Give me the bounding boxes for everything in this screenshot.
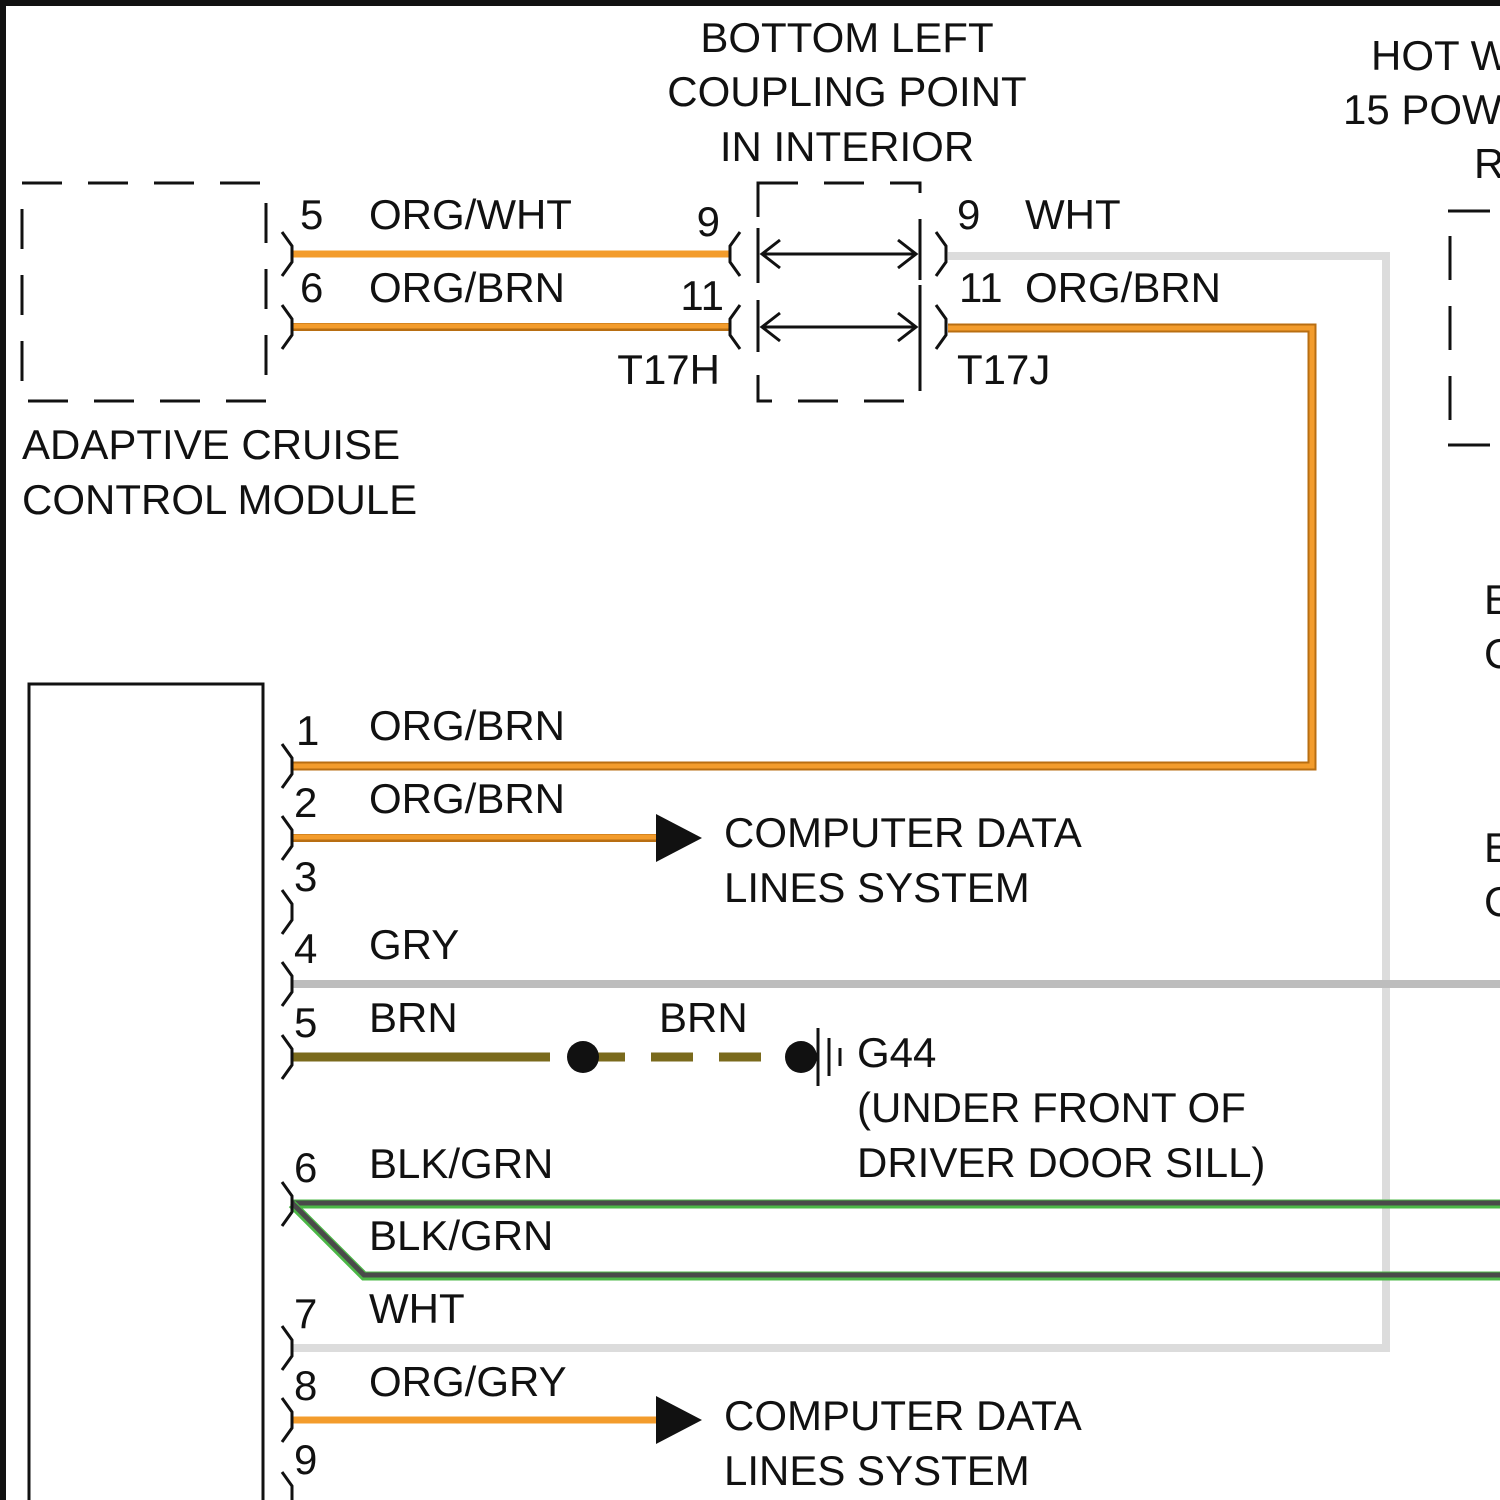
coupling-title-2: COUPLING POINT [667,68,1026,115]
main-pin-3: 3 [294,853,317,900]
pin-bracket [282,232,292,276]
ground-dot [785,1041,817,1073]
data-lines-label-2a: COMPUTER DATA [724,1392,1082,1439]
pin-bracket [730,305,740,349]
right-partial-1: E [1484,576,1500,623]
main-pin-8: 8 [294,1362,317,1409]
cruise-module-label-2: CONTROL MODULE [22,476,417,523]
wire-label-pin2: ORG/BRN [369,775,565,822]
wire-org-brn-run [292,328,1312,766]
main-pin-brackets [282,744,292,1500]
wire-label-pin1: ORG/BRN [369,702,565,749]
wire-label-pin6-a: BLK/GRN [369,1140,553,1187]
pin-bracket [730,232,740,276]
main-pin-4: 4 [294,925,317,972]
pin-bracket [282,305,292,349]
wire-label-pin8: ORG/GRY [369,1358,567,1405]
wire-label-pin5: BRN [369,994,458,1041]
hot-partial-box [1448,211,1490,445]
coupling-title-3: IN INTERIOR [720,123,974,170]
right-partial-2: C [1484,630,1500,677]
wire-label-org-wht: ORG/WHT [369,191,572,238]
wire-label-pin4: GRY [369,921,459,968]
main-pin-2: 2 [294,779,317,826]
hot-line-3: R [1474,140,1500,187]
wire-label-org-brn-module: ORG/BRN [369,264,565,311]
coupling-right-pin-11: 11 [959,264,1003,311]
cruise-pin-6: 6 [300,264,323,311]
wire-label-pin7: WHT [369,1285,465,1332]
main-pin-1: 1 [296,707,319,754]
main-pin-9: 9 [294,1436,317,1483]
coupling-right-pin-9: 9 [957,191,980,238]
cruise-pin-5: 5 [300,191,323,238]
ground-symbol [818,1028,840,1086]
coupling-left-pin-9: 9 [697,198,720,245]
hot-line-2: 15 POW [1343,86,1500,133]
main-pin-6: 6 [294,1144,317,1191]
ground-location-2: DRIVER DOOR SILL) [857,1139,1265,1186]
ground-location-1: (UNDER FRONT OF [857,1084,1246,1131]
coupling-left-pin-11: 11 [680,272,724,319]
main-pin-5: 5 [294,999,317,1046]
wire-label-wht-out: WHT [1025,191,1121,238]
wire-label-pin6-b: BLK/GRN [369,1212,553,1259]
right-partial-3: E [1484,824,1500,871]
data-lines-label-2b: LINES SYSTEM [724,1447,1030,1494]
pin-bracket [936,232,946,276]
arrow-data-lines-1 [656,814,702,862]
ground-id: G44 [857,1029,936,1076]
hot-line-1: HOT W [1371,32,1500,79]
main-module-box [29,684,263,1500]
connector-t17j: T17J [957,346,1050,393]
arrow-data-lines-2 [656,1396,702,1444]
splice-dot [567,1041,599,1073]
coupling-arrows [758,228,920,352]
cruise-module-label-1: ADAPTIVE CRUISE [22,421,400,468]
coupling-box [758,183,920,401]
cruise-module-box [22,183,266,401]
right-partial-4: C [1484,878,1500,925]
main-pin-7: 7 [294,1290,317,1337]
data-lines-label-1b: LINES SYSTEM [724,864,1030,911]
wire-org-brn-run-core [292,328,1312,766]
data-lines-label-1a: COMPUTER DATA [724,809,1082,856]
pin-bracket [936,305,946,349]
wire-label-org-brn-out: ORG/BRN [1025,264,1221,311]
connector-t17h: T17H [617,346,720,393]
wire-label-ground-splice: BRN [659,994,748,1041]
coupling-title-1: BOTTOM LEFT [700,14,993,61]
